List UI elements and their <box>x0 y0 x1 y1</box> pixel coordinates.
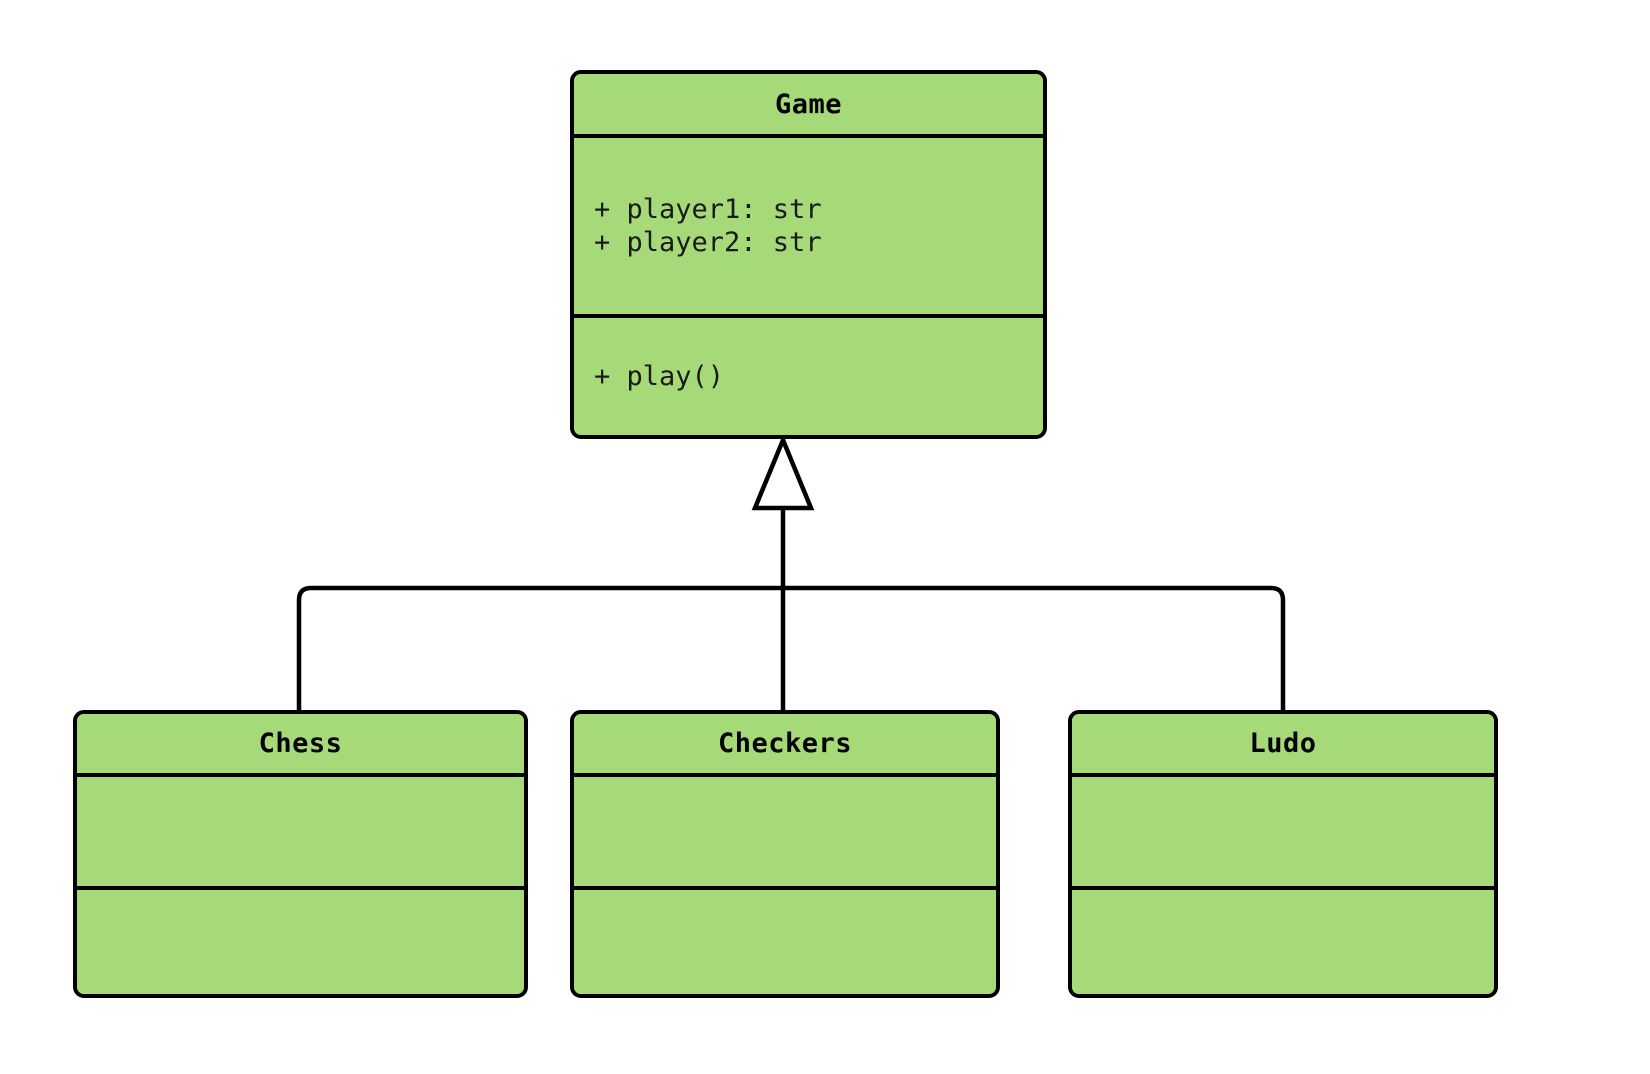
class-title-checkers: Checkers <box>574 714 996 777</box>
class-title-chess: Chess <box>77 714 524 777</box>
class-box-checkers[interactable]: Checkers <box>570 710 1000 998</box>
class-methods-ludo <box>1072 890 1494 994</box>
class-title-ludo: Ludo <box>1072 714 1494 777</box>
class-attributes-checkers <box>574 777 996 890</box>
attribute-row: + player1: str <box>594 194 822 225</box>
method-row: + play() <box>594 361 725 392</box>
class-methods-chess <box>77 890 524 994</box>
class-attributes-ludo <box>1072 777 1494 890</box>
class-attributes-chess <box>77 777 524 890</box>
class-box-chess[interactable]: Chess <box>73 710 528 998</box>
inheritance-arrowhead-icon <box>751 434 815 511</box>
class-title-game: Game <box>574 74 1043 138</box>
class-methods-game: + play() <box>574 318 1043 435</box>
edge-rail-segment <box>296 585 1286 713</box>
class-box-game[interactable]: Game + player1: str + player2: str + pla… <box>570 70 1047 439</box>
class-attributes-game: + player1: str + player2: str <box>574 138 1043 318</box>
class-box-ludo[interactable]: Ludo <box>1068 710 1498 998</box>
class-methods-checkers <box>574 890 996 994</box>
attribute-row: + player2: str <box>594 227 822 258</box>
